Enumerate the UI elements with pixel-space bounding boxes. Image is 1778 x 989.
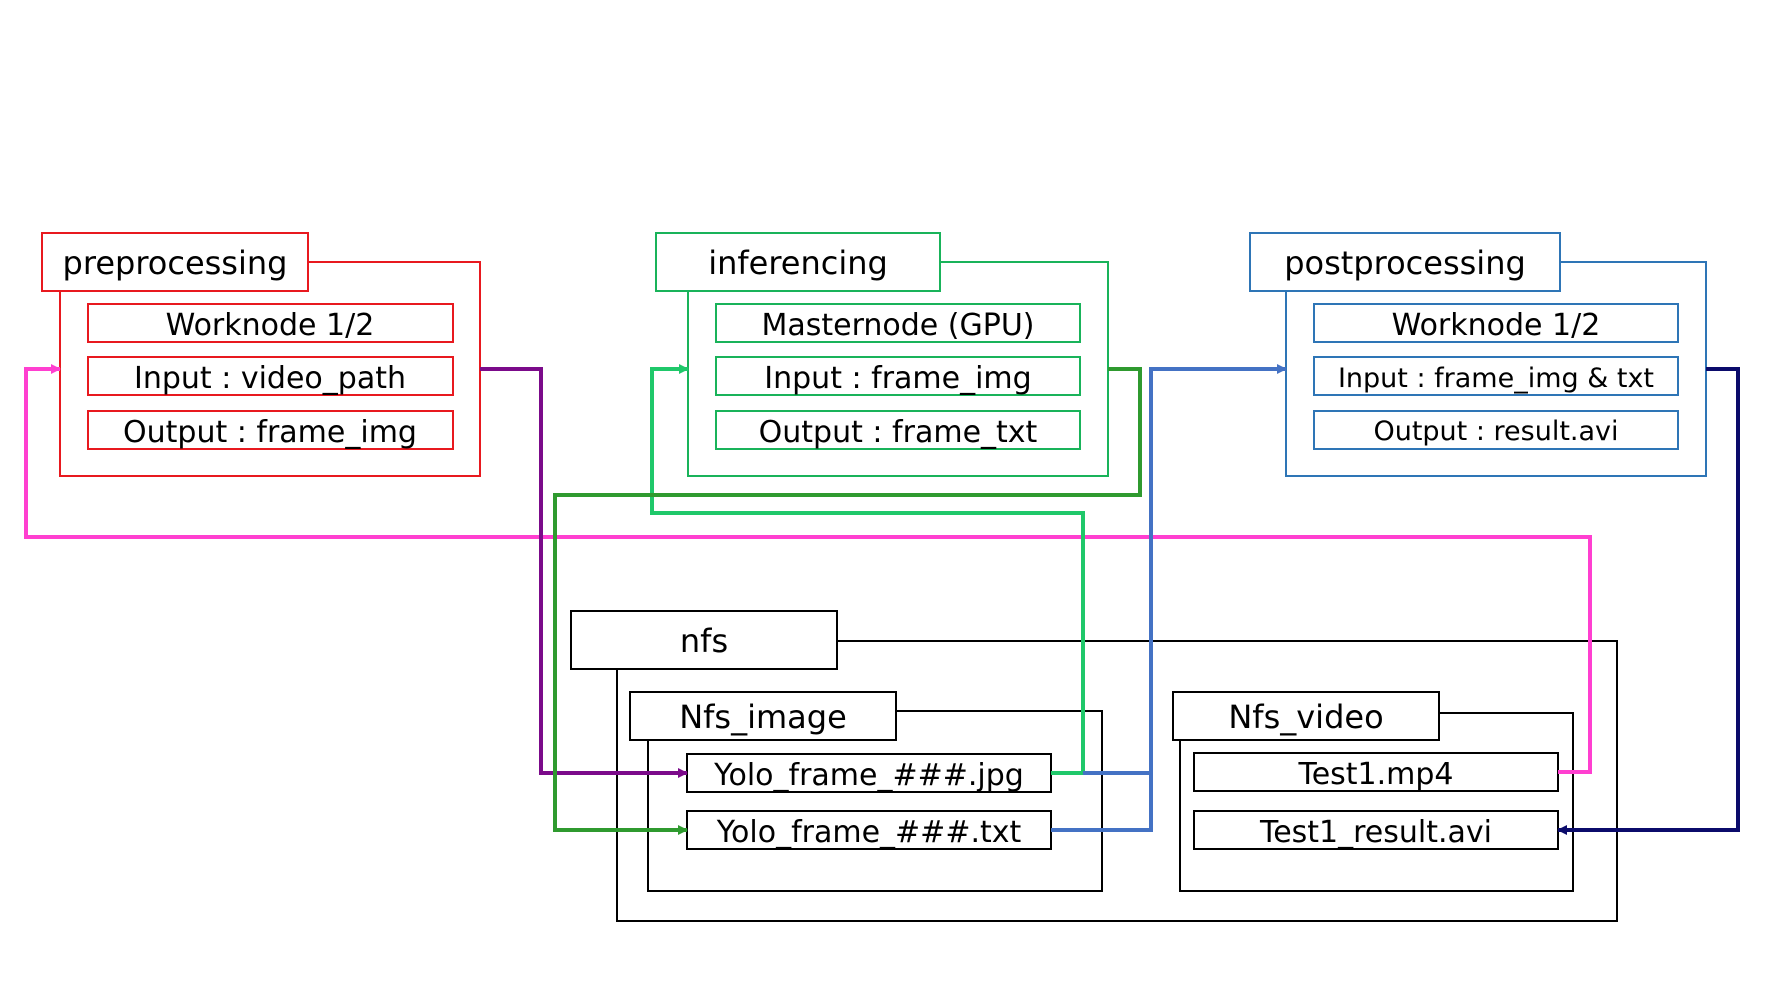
preprocessing-worknode-label: Worknode 1/2 <box>166 308 375 343</box>
preprocessing-title: preprocessing <box>63 244 288 282</box>
inferencing-title: inferencing <box>708 244 888 282</box>
preprocessing-node: preprocessing Worknode 1/2 Input : video… <box>41 232 481 477</box>
arrow-txt-to-postprocessing <box>1051 364 1287 832</box>
file-test1-mp4-label: Test1.mp4 <box>1297 757 1453 792</box>
preprocessing-row-input <box>87 356 454 396</box>
postprocessing-row-output <box>1313 410 1679 450</box>
inferencing-row-masternode <box>715 303 1081 343</box>
file-test1-result-avi <box>1193 810 1559 850</box>
file-test1-result-avi-label: Test1_result.avi <box>1259 815 1492 850</box>
nfs-title: nfs <box>680 622 728 660</box>
preprocessing-row-worknode <box>87 303 454 343</box>
nfs-image-title-tab <box>629 691 897 741</box>
inferencing-output-label: Output : frame_txt <box>759 415 1038 450</box>
arrow-jpg-to-inferencing <box>650 364 1085 775</box>
nfs-image-title: Nfs_image <box>679 698 847 736</box>
inferencing-row-output <box>715 410 1081 450</box>
nfs-image-container: Nfs_image Yolo_frame_###.jpg Yolo_frame_… <box>629 691 1103 892</box>
file-yolo-jpg <box>686 753 1052 793</box>
postprocessing-title: postprocessing <box>1284 244 1526 282</box>
postprocessing-node: postprocessing Worknode 1/2 Input : fram… <box>1249 232 1707 477</box>
preprocessing-input-label: Input : video_path <box>134 361 406 396</box>
inferencing-row-input <box>715 356 1081 396</box>
preprocessing-output-label: Output : frame_img <box>123 415 417 450</box>
arrow-postprocessing-to-avi <box>1557 367 1740 835</box>
inferencing-input-label: Input : frame_img <box>764 361 1031 396</box>
nfs-video-title: Nfs_video <box>1228 698 1383 736</box>
file-yolo-txt-label: Yolo_frame_###.txt <box>716 815 1022 850</box>
postprocessing-row-worknode <box>1313 303 1679 343</box>
postprocessing-worknode-label: Worknode 1/2 <box>1392 308 1601 343</box>
nfs-title-tab <box>570 610 838 670</box>
inferencing-title-tab <box>655 232 941 292</box>
inferencing-node: inferencing Masternode (GPU) Input : fra… <box>655 232 1109 477</box>
nfs-video-title-tab <box>1172 691 1440 741</box>
file-yolo-jpg-label: Yolo_frame_###.jpg <box>713 758 1024 793</box>
nfs-video-container: Nfs_video Test1.mp4 Test1_result.avi <box>1172 691 1574 892</box>
nfs-container: nfs Nfs_image Yolo_frame_###.jpg Yolo_fr… <box>570 610 1618 922</box>
postprocessing-output-label: Output : result.avi <box>1373 416 1618 447</box>
postprocessing-input-label: Input : frame_img & txt <box>1338 363 1654 394</box>
arrow-preprocessing-to-jpg <box>480 367 688 778</box>
preprocessing-title-tab <box>41 232 309 292</box>
arrow-inferencing-to-txt <box>553 367 1142 835</box>
postprocessing-title-tab <box>1249 232 1561 292</box>
inferencing-masternode-label: Masternode (GPU) <box>761 308 1034 343</box>
arrow-video-to-preprocessing <box>24 364 1592 774</box>
postprocessing-row-input <box>1313 356 1679 396</box>
preprocessing-row-output <box>87 410 454 450</box>
